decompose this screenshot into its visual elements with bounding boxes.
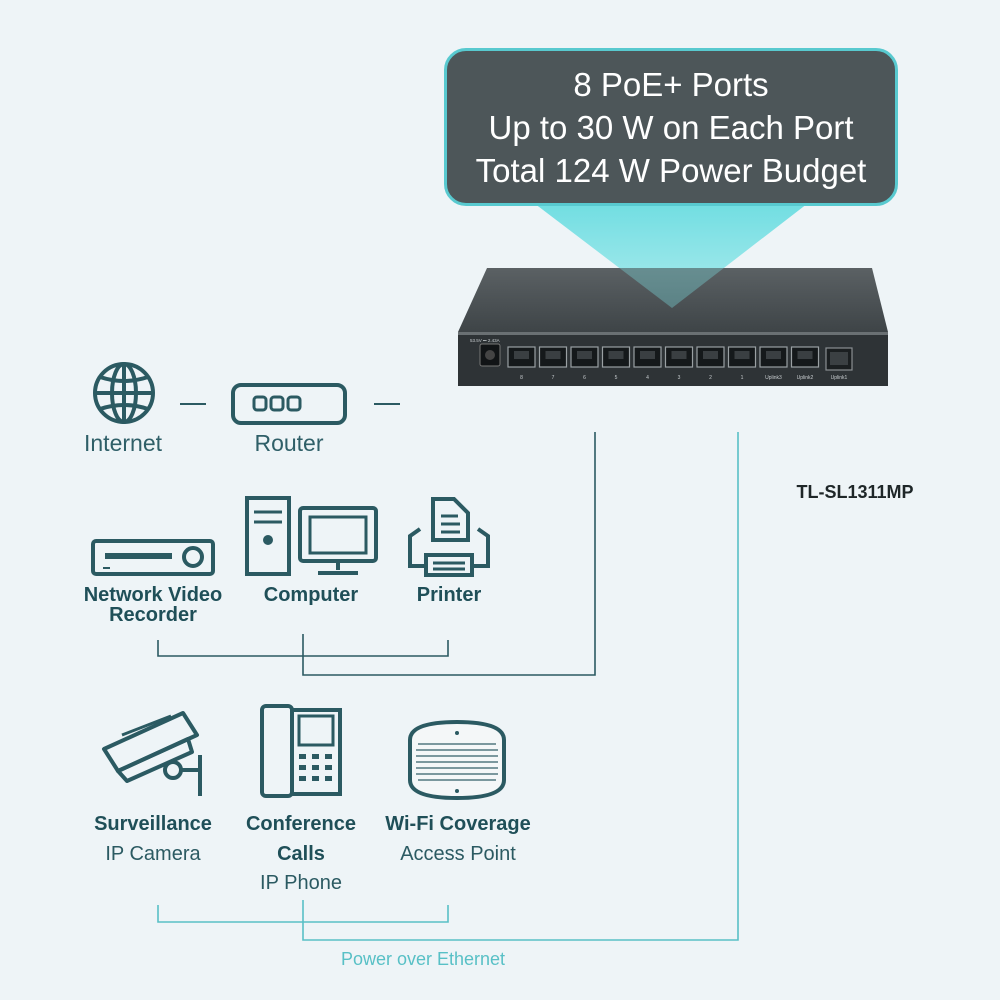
callout-beam — [530, 200, 812, 308]
printer-label: Printer — [416, 584, 482, 606]
cctv-camera-icon — [102, 711, 202, 796]
phone-sub: IP Phone — [260, 872, 342, 894]
ap-sub: Access Point — [400, 843, 516, 865]
ap-title: Wi-Fi Coverage — [385, 813, 531, 835]
switch-port-contacts — [671, 351, 687, 359]
switch-port-contacts — [608, 351, 624, 359]
nvr-label-line-2: Recorder — [109, 604, 197, 626]
ip-phone-icon — [260, 704, 342, 798]
printer-icon — [408, 497, 490, 577]
network-switch-icon: 8 7 6 5 4 3 2 1 Uplink3 Uplink2 Uplink1 53.5V ⎓ 2.4… — [458, 200, 888, 386]
router-label: Router — [254, 430, 324, 456]
callout-line-2: Up to 30 W on Each Port — [488, 108, 854, 146]
switch-sfp-label: Uplink1 — [831, 375, 848, 381]
internet-label: Internet — [84, 430, 162, 456]
switch-port-label: 4 — [646, 375, 649, 381]
nvr-label: Network Video Recorder — [63, 585, 243, 625]
poe-device-links — [157, 432, 739, 941]
switch-ports: 8 7 6 5 4 3 2 1 Uplink3 Uplink2 Uplink1 53.5V ⎓ 2.4… — [470, 338, 848, 381]
switch-port-label: 3 — [678, 375, 681, 381]
switch-port-label: 5 — [615, 375, 618, 381]
desktop-computer-icon — [245, 496, 378, 576]
router-icon — [231, 383, 347, 425]
switch-port-label: 2 — [709, 375, 712, 381]
globe-icon — [93, 362, 155, 424]
switch-port-label: 8 — [520, 375, 523, 381]
switch-port-contacts — [640, 351, 655, 359]
phone-title-1: Conference — [245, 813, 357, 835]
switch-port-contacts — [545, 351, 561, 359]
callout-line-3: Total 124 W Power Budget — [475, 151, 867, 189]
switch-port-label: Uplink2 — [797, 375, 814, 381]
switch-port-label: 1 — [741, 375, 744, 381]
switch-power-label: 53.5V ⎓ 2.43A — [470, 338, 500, 343]
computer-label: Computer — [263, 584, 359, 606]
switch-port-contacts — [703, 351, 718, 359]
camera-title: Surveillance — [94, 813, 212, 835]
switch-port-contacts — [797, 351, 813, 359]
switch-port-contacts — [766, 351, 781, 359]
nvr-label-line-1: Network Video — [83, 584, 223, 606]
switch-port-contacts — [577, 351, 592, 359]
poe-caption: Power over Ethernet — [340, 949, 506, 969]
access-point-icon — [408, 719, 506, 801]
switch-port-label: 7 — [552, 375, 555, 381]
nvr-icon — [91, 539, 215, 576]
switch-port-label: 6 — [583, 375, 586, 381]
callout-line-1: 8 PoE+ Ports — [573, 65, 769, 103]
switch-port-contacts — [734, 351, 750, 359]
switch-port-label: Uplink3 — [765, 375, 782, 381]
phone-title-2: Calls — [277, 843, 325, 865]
poe-callout: 8 PoE+ Ports Up to 30 W on Each Port Tot… — [444, 48, 898, 206]
switch-model-label: TL-SL1311MP — [796, 482, 914, 502]
camera-sub: IP Camera — [105, 843, 201, 865]
switch-port-contacts — [514, 351, 529, 359]
standard-device-links — [157, 432, 596, 676]
